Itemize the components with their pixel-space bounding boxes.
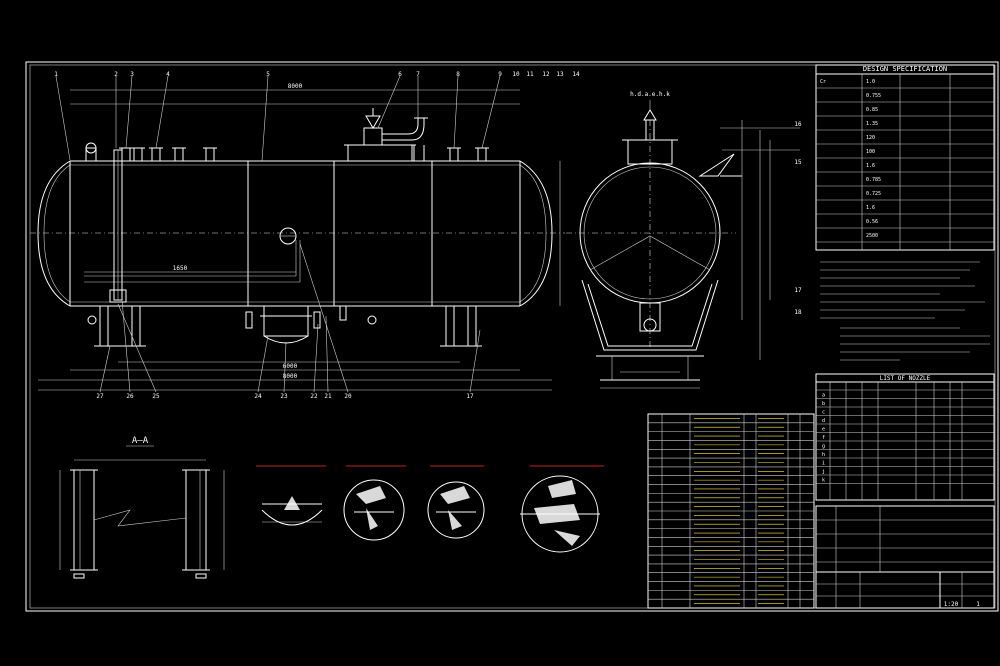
weld-details <box>256 465 604 553</box>
dim-shell-length: 6000 <box>283 363 298 370</box>
nozzle-mark: f <box>822 435 825 441</box>
nozzle-mark: g <box>822 444 825 450</box>
nozzle-mark: e <box>822 427 825 433</box>
svg-text:17: 17 <box>794 287 802 294</box>
svg-text:27: 27 <box>96 393 104 400</box>
spec-row-value: 2500 <box>866 233 878 239</box>
spec-notes <box>820 261 990 361</box>
parts-list-table <box>647 413 815 609</box>
svg-text:8: 8 <box>456 71 460 78</box>
svg-text:9: 9 <box>498 71 502 78</box>
svg-text:20: 20 <box>344 393 352 400</box>
spec-row-value: 1.6 <box>866 163 875 169</box>
dim-overall-length: 8000 <box>283 373 298 380</box>
balloons-top: 1 2 3 4 5 6 7 8 9 10 11 12 13 14 <box>54 71 580 162</box>
spec-row-value: 0.785 <box>866 177 881 183</box>
end-view-label: h.d.a.e.h.k <box>630 91 670 98</box>
svg-text:15: 15 <box>794 159 802 166</box>
title-scale: 1:20 <box>944 601 959 608</box>
nozzle-mark: b <box>822 401 825 407</box>
dim-pipe-length: 1650 <box>173 265 188 272</box>
svg-text:6: 6 <box>398 71 402 78</box>
saddle-supports <box>87 305 482 347</box>
svg-text:1: 1 <box>54 71 58 78</box>
spec-row-value: 0.56 <box>866 219 878 225</box>
dim-top-length: 8000 <box>288 83 303 90</box>
spec-row-value: 120 <box>866 135 875 141</box>
main-elevation-view: 8000 6000 1650 8000 1 2 3 4 5 6 7 8 9 10 <box>30 71 580 400</box>
end-view: h.d.a.e.h.k 16 15 17 18 <box>566 91 802 389</box>
dimension-lines: 8000 6000 1650 8000 <box>38 83 561 391</box>
balloons-bottom: 27 26 25 24 23 22 21 20 17 <box>96 243 481 400</box>
svg-text:7: 7 <box>416 71 420 78</box>
svg-text:18: 18 <box>794 309 802 316</box>
section-label: A—A <box>132 436 149 446</box>
design-spec-table: DESIGN SPECIFICATION Cr 1.0 0.755 0.85 1.35 1… <box>815 64 995 361</box>
nozzle-title: LIST OF NOZZLE <box>880 375 931 382</box>
svg-text:10: 10 <box>512 71 520 78</box>
nozzle-mark: a <box>822 393 825 399</box>
svg-text:11: 11 <box>526 71 534 78</box>
svg-text:12: 12 <box>542 71 550 78</box>
nozzle-mark: i <box>822 461 825 467</box>
svg-text:21: 21 <box>324 393 332 400</box>
spec-row-value: 1.35 <box>866 121 878 127</box>
svg-text:13: 13 <box>556 71 564 78</box>
spec-row-value: 1.6 <box>866 205 875 211</box>
svg-text:22: 22 <box>310 393 318 400</box>
svg-text:2: 2 <box>114 71 118 78</box>
nozzle-mark: k <box>822 478 825 484</box>
nozzle-mark: d <box>822 418 825 424</box>
svg-text:3: 3 <box>130 71 134 78</box>
svg-text:14: 14 <box>572 71 580 78</box>
svg-text:24: 24 <box>254 393 262 400</box>
svg-text:17: 17 <box>466 393 474 400</box>
spec-row-value: 1.0 <box>866 79 875 85</box>
spec-row-label: Cr <box>820 79 826 85</box>
svg-text:5: 5 <box>266 71 270 78</box>
nozzle-mark: j <box>822 469 825 475</box>
spec-row-value: 0.85 <box>866 107 878 113</box>
spec-row-value: 100 <box>866 149 875 155</box>
svg-text:23: 23 <box>280 393 288 400</box>
svg-text:25: 25 <box>152 393 160 400</box>
title-sheet: 1 <box>976 601 980 608</box>
svg-text:4: 4 <box>166 71 170 78</box>
spec-row-value: 0.725 <box>866 191 881 197</box>
svg-text:26: 26 <box>126 393 134 400</box>
nozzle-mark: c <box>822 410 825 416</box>
nozzle-mark: h <box>822 452 825 458</box>
section-a-a: A—A <box>59 436 225 579</box>
spec-title: DESIGN SPECIFICATION <box>863 65 947 73</box>
title-block: 1:20 1 <box>815 505 995 609</box>
svg-text:16: 16 <box>794 121 802 128</box>
spec-row-value: 0.755 <box>866 93 881 99</box>
